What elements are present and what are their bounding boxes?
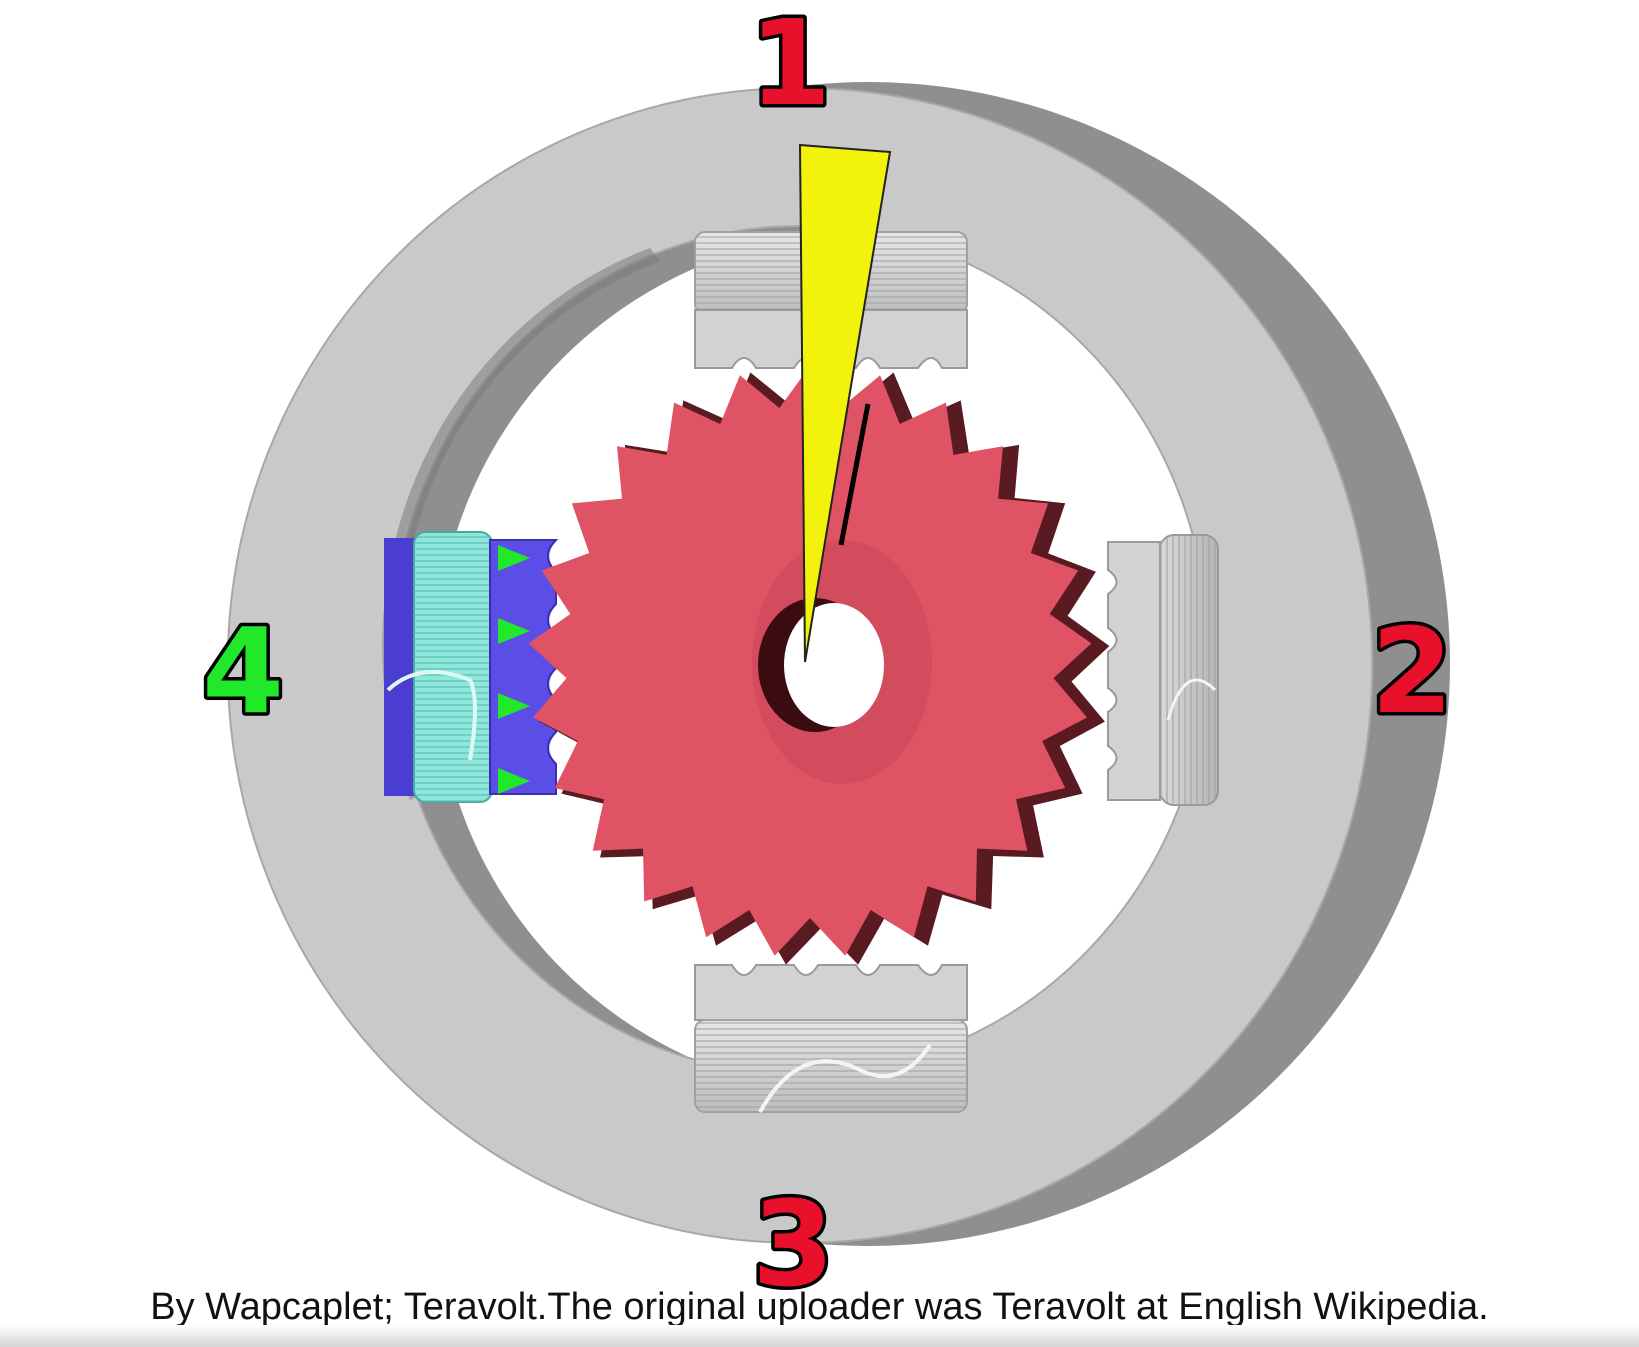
phase-label-3: 3 [752,1175,834,1313]
pole-2 [1107,534,1219,806]
pole-3 [694,964,968,1113]
flux-arrow-1 [498,545,530,571]
bottom-shade [0,1325,1639,1347]
pointer-needle [798,143,892,663]
pole-2-teeth [1107,541,1161,801]
flux-arrow-2 [498,618,530,644]
attribution-caption: By Wapcaplet; Teravolt.The original uplo… [150,1286,1489,1328]
rotor [528,363,1110,965]
phase-labels: 1 2 3 4 [198,0,1456,1317]
flux-arrows [498,545,530,794]
flux-arrow-4 [498,768,530,794]
phase-label-1: 1 [749,0,831,132]
pole-4 [384,531,559,803]
pole-4-teeth [489,539,559,795]
flux-arrow-3 [498,693,530,719]
phase-label-4: 4 [202,602,284,740]
pole-3-teeth [694,964,968,1021]
pole-4-back [384,538,416,796]
phase-label-2: 2 [1371,602,1453,740]
position-pointer [798,143,892,663]
rotor-bore [784,603,884,727]
